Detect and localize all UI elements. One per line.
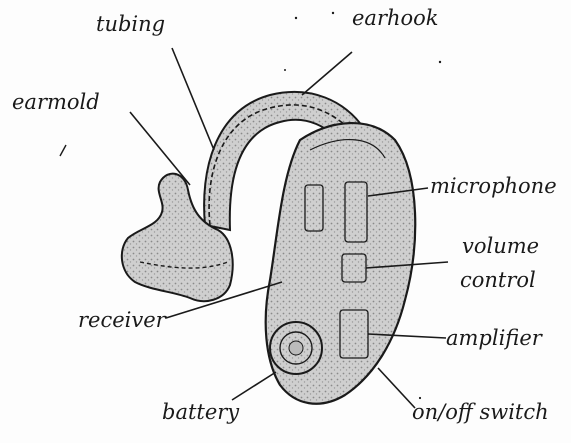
microphone-label: microphone [430, 176, 557, 197]
leader-line-tubing [172, 48, 214, 150]
volume-control-label-line2: control [460, 270, 536, 291]
battery-label: battery [162, 402, 239, 423]
leader-line-on-off-switch [378, 368, 415, 408]
receiver-label: receiver [78, 310, 166, 331]
leader-line-earhook [302, 52, 352, 95]
tubing-label: tubing [96, 14, 165, 35]
earhook-label: earhook [352, 8, 439, 29]
leader-line-battery [232, 372, 276, 400]
earmold-label: earmold [12, 92, 100, 113]
amplifier-label: amplifier [446, 328, 542, 349]
battery-shape [270, 322, 322, 374]
volume-control-label-line1: volume [462, 236, 539, 257]
on-off-switch-label: on/off switch [412, 402, 549, 423]
leader-line-earmold [130, 112, 190, 185]
